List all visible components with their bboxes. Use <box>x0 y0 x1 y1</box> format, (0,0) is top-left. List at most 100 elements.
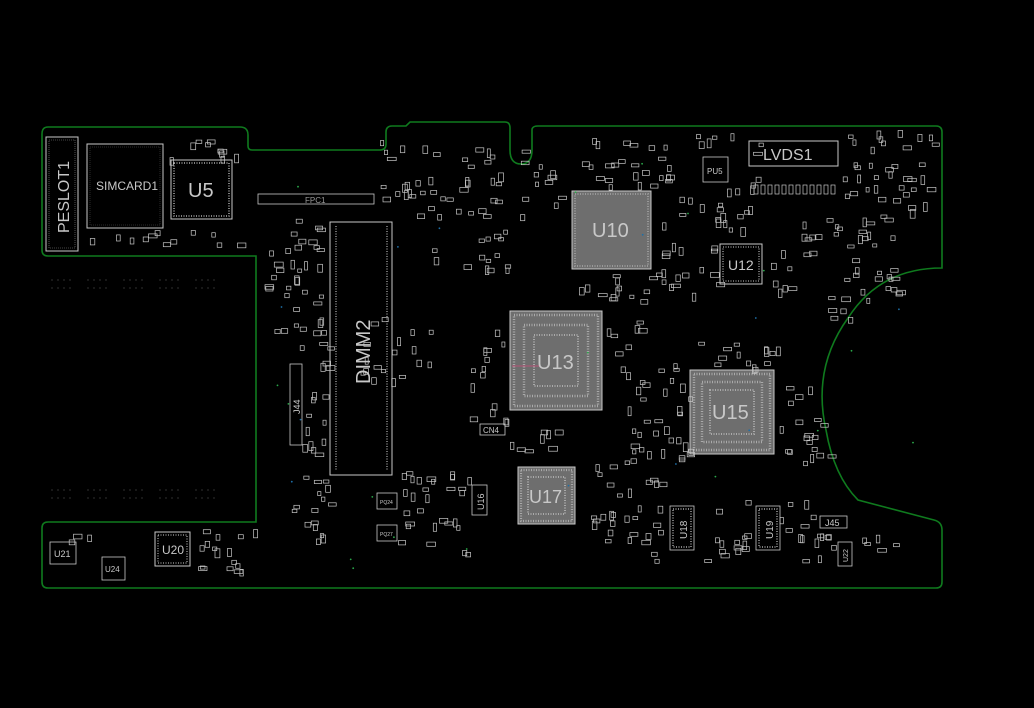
lvds1-label: LVDS1 <box>763 147 813 164</box>
passive-component <box>715 537 720 544</box>
passive-component <box>480 372 486 379</box>
passive-component <box>595 176 605 181</box>
reference-dot <box>87 497 89 499</box>
reference-dot <box>93 287 95 289</box>
passive-component <box>73 533 83 540</box>
passive-component <box>314 452 325 457</box>
reference-dot <box>195 279 197 281</box>
passive-component <box>663 388 668 397</box>
passive-component <box>295 218 303 224</box>
reference-dot <box>93 279 95 281</box>
passive-component <box>319 317 325 326</box>
passive-component <box>679 196 685 204</box>
passive-component <box>417 508 424 514</box>
connector-j45: J45 <box>819 515 848 529</box>
passive-component <box>654 419 664 424</box>
passive-component <box>920 175 926 185</box>
passive-component <box>311 508 319 513</box>
passive-component <box>710 272 720 278</box>
passive-component <box>478 208 487 214</box>
passive-component <box>321 330 327 336</box>
reference-dot <box>69 279 71 281</box>
passive-component <box>321 438 327 446</box>
passive-component <box>642 382 651 388</box>
passive-component <box>234 153 239 164</box>
passive-component <box>809 234 816 241</box>
reference-dot <box>63 279 65 281</box>
passive-component <box>456 525 461 531</box>
passive-component <box>640 397 647 402</box>
simcard-slot: SIMCARD1 <box>86 143 164 229</box>
passive-component <box>585 284 591 293</box>
passive-component <box>639 447 645 453</box>
passive-component <box>814 538 820 548</box>
passive-component <box>433 152 441 157</box>
passive-component <box>484 356 490 363</box>
via <box>816 429 819 432</box>
passive-component <box>320 362 326 372</box>
passive-component <box>325 365 336 371</box>
via <box>371 496 374 498</box>
passive-component <box>881 140 886 147</box>
passive-component <box>547 174 558 181</box>
passive-component <box>615 351 624 357</box>
passive-component <box>501 341 506 348</box>
passive-component <box>305 426 310 437</box>
passive-component <box>806 439 813 445</box>
passive-component <box>878 196 887 203</box>
passive-component <box>828 308 838 313</box>
u22-label: U22 <box>843 549 850 562</box>
passive-component <box>381 317 389 323</box>
reference-dot <box>99 279 101 281</box>
passive-component <box>231 559 237 565</box>
reference-dot <box>129 497 131 499</box>
passive-component <box>304 261 308 271</box>
passive-component <box>318 294 324 299</box>
u16-label: U16 <box>476 493 486 510</box>
passive-component <box>485 236 491 242</box>
passive-component <box>643 289 651 295</box>
passive-component <box>481 366 486 373</box>
via <box>352 567 355 570</box>
passive-component <box>658 529 664 536</box>
passive-component <box>688 396 694 402</box>
passive-component <box>469 416 479 423</box>
passive-component <box>615 287 620 297</box>
passive-component <box>858 229 867 234</box>
passive-component <box>382 196 391 203</box>
connector-j44: J44 <box>289 363 303 446</box>
passive-component <box>478 238 485 243</box>
passive-component <box>795 394 804 400</box>
passive-component <box>322 419 327 426</box>
passive-component <box>740 227 746 237</box>
passive-component <box>880 214 888 219</box>
reference-dot <box>135 497 137 499</box>
reference-dot <box>213 489 215 491</box>
reference-dot <box>129 279 131 281</box>
passive-component <box>820 533 825 541</box>
passive-component <box>723 220 728 229</box>
passive-component <box>486 267 495 274</box>
passive-component <box>605 163 615 169</box>
passive-component <box>893 198 902 204</box>
passive-component <box>593 518 601 524</box>
passive-component <box>327 346 335 351</box>
passive-component <box>802 559 810 564</box>
passive-component <box>239 569 244 577</box>
chip-u10: U10 <box>571 190 652 270</box>
passive-component <box>308 441 314 451</box>
passive-component <box>495 182 502 187</box>
passive-component <box>546 430 551 440</box>
passive-component <box>853 162 858 168</box>
reference-dot <box>201 489 203 491</box>
passive-component <box>286 285 292 291</box>
passive-component <box>611 162 620 168</box>
via <box>287 403 290 405</box>
passive-component <box>616 285 622 292</box>
passive-component <box>852 139 857 146</box>
passive-component <box>494 329 501 337</box>
u19-label: U19 <box>765 520 776 539</box>
passive-component <box>483 214 492 219</box>
passive-component <box>610 520 616 527</box>
passive-component <box>620 366 626 373</box>
